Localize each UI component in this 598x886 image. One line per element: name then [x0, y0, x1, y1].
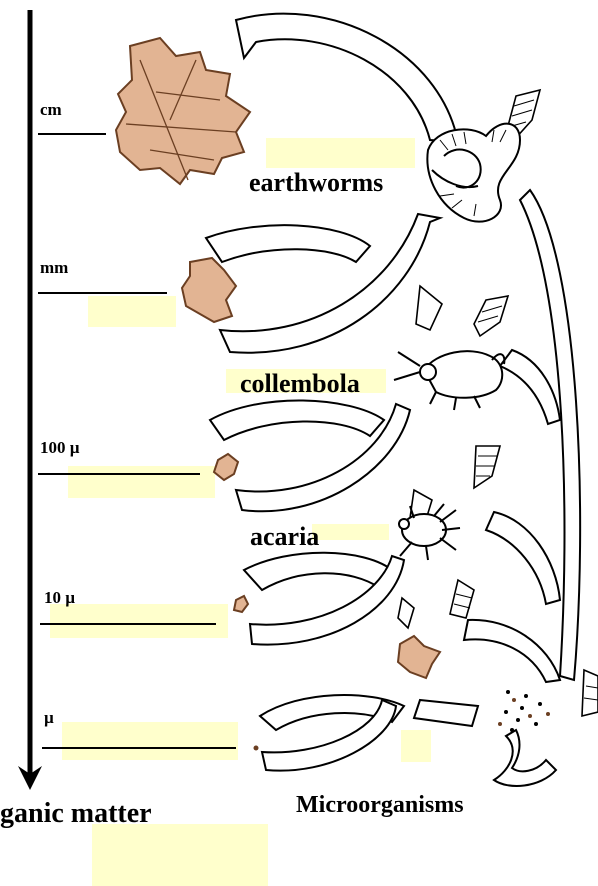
leaf-fragment-micro: [398, 636, 440, 678]
leaf-fragment-100u: [214, 454, 238, 480]
label-earthworms: earthworms: [249, 168, 383, 198]
size-scale-arrow: [18, 10, 42, 790]
microorganism-dots: [498, 690, 550, 732]
scale-label-cm: cm: [40, 100, 62, 120]
scale-label-mm: mm: [40, 258, 68, 278]
acari-icon: [399, 504, 460, 560]
scale-label-100u: 100 µ: [40, 438, 80, 458]
particle: [254, 746, 259, 751]
earthworm-icon: [427, 124, 520, 222]
collembola-icon: [394, 351, 504, 410]
label-collembola: collembola: [240, 369, 360, 399]
label-microorganisms: Microorganisms: [296, 792, 464, 819]
label-organic-matter: ganic matter: [0, 798, 152, 830]
scale-label-10u: 10 µ: [44, 588, 75, 608]
scale-label-u: µ: [44, 708, 54, 728]
label-acaria: acaria: [250, 522, 319, 552]
leaf-fragment-10u: [234, 596, 248, 612]
leaf-fragment-mm: [182, 258, 236, 322]
leaf-fragment-cm: [116, 38, 250, 184]
